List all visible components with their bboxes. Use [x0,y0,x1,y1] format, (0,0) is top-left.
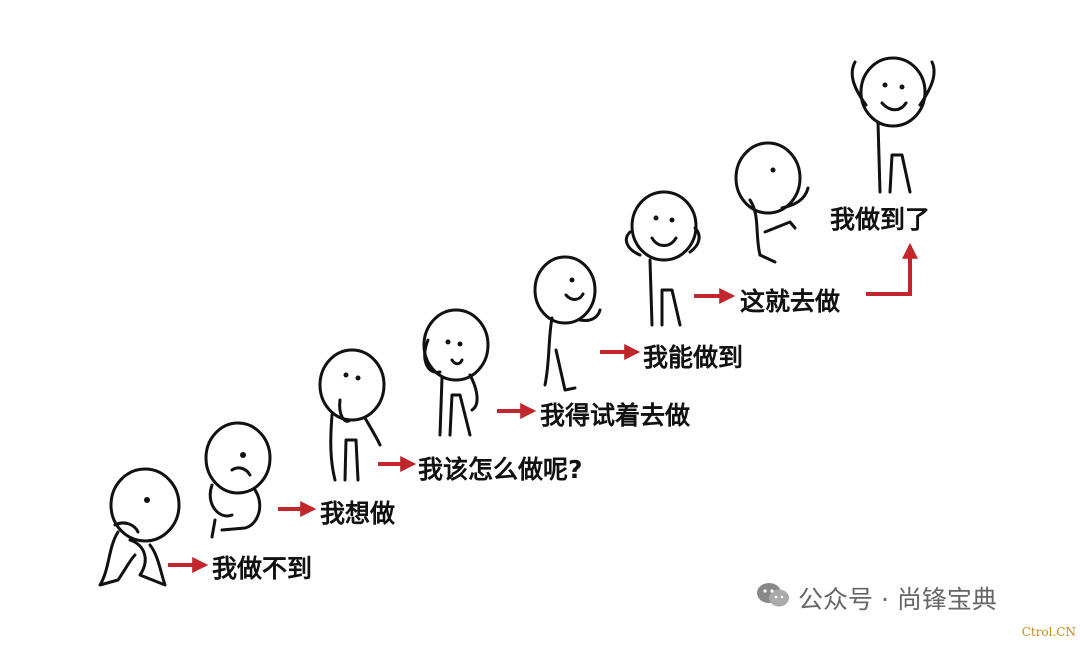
wechat-icon [756,581,790,615]
watermark: 公众号 · 尚锋宝典 [756,580,997,616]
arrow-7-icon [866,242,918,296]
step-label-7: 我做到了 [830,205,931,234]
figure-sitting-icon [98,467,181,587]
step-label-1: 我做不到 [212,554,313,583]
step-label-2: 我想做 [320,499,396,528]
figure-confused-icon [422,308,490,437]
step-label-3: 我该怎么做呢? [418,455,583,484]
step-label-4: 我得试着去做 [540,401,691,430]
figure-thinking-icon [204,421,272,539]
watermark-text: 公众号 · 尚锋宝典 [798,585,997,614]
step-label-6: 这就去做 [740,287,841,316]
figure-trying-icon [533,255,602,392]
figure-confident-icon [624,190,701,327]
figure-running-icon [734,141,810,264]
figure-pondering-icon [318,348,386,482]
figure-celebrating-icon [850,56,936,194]
corner-mark: Ctrol.CN [1021,625,1076,639]
step-label-5: 我能做到 [643,343,744,372]
arrows [168,242,918,573]
